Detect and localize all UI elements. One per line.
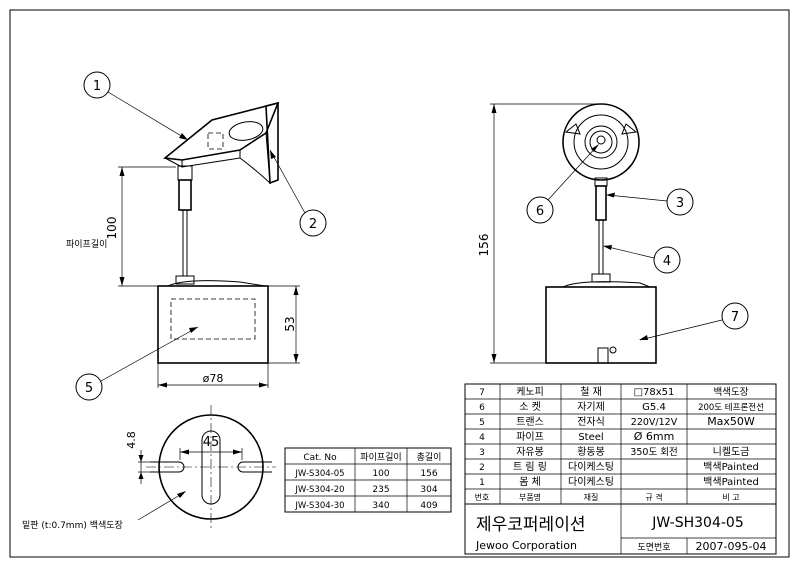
part-7-note: 백색도장 [714, 387, 749, 398]
company-name-kr: 제우코퍼레이션 [476, 515, 585, 535]
lamp-head-front [562, 103, 640, 181]
part-5-spec: 220V/12V [631, 417, 678, 428]
cat-header-pipe: 파이프길이 [360, 452, 401, 463]
part-3-name: 자유봉 [516, 446, 544, 458]
cat-row-1-cat: JW-S304-05 [294, 469, 344, 479]
part-5-note: Max50W [707, 415, 755, 428]
bottom-view: 45 4.8 밑판 (t:0.7mm) 백색도장 [22, 405, 276, 531]
callout-2: 2 [309, 217, 317, 232]
cat-row-3-pipe: 340 [372, 501, 389, 511]
part-4-mat: Steel [578, 432, 603, 443]
callout-1: 1 [93, 79, 101, 94]
part-6-spec: G5.4 [642, 402, 666, 413]
total-height-dim: 156 [477, 234, 491, 257]
canopy-body-side [157, 285, 269, 364]
doc-number-label: 도면번호 [637, 542, 670, 553]
transformer-hidden [170, 298, 256, 340]
part-4-no: 4 [479, 433, 485, 443]
part-1-mat: 다이케스팅 [568, 476, 614, 488]
part-7-no: 7 [479, 388, 485, 398]
trim-ring-side [265, 101, 279, 185]
bottom-depth-dim: 4.8 [125, 431, 138, 449]
part-1-note: 백색Painted [703, 476, 759, 488]
part-5-mat: 전자식 [577, 416, 605, 428]
part-4-name: 파이프 [516, 431, 544, 443]
pipe-length-dim: 100 [105, 217, 119, 240]
callout-6: 6 [536, 204, 544, 219]
body-height-dim: 53 [283, 316, 297, 331]
cat-row-2-total: 304 [420, 485, 437, 495]
part-2-name: 트 림 링 [513, 461, 547, 473]
title-block: 제우코퍼레이션 Jewoo Corporation JW-SH304-05 도면… [464, 503, 777, 555]
part-6-note: 200도 테프론전선 [698, 402, 764, 413]
part-3-spec: 350도 회전 [630, 447, 677, 458]
catalog-table: Cat. No 파이프길이 총길이 JW-S304-05 100 156 JW-… [284, 447, 452, 513]
part-2-no: 2 [479, 463, 485, 473]
part-7-mat: 철 재 [580, 386, 602, 398]
callout-3: 3 [676, 196, 684, 211]
drawing-number: JW-SH304-05 [651, 515, 743, 531]
part-3-note: 니켈도금 [713, 446, 750, 458]
cat-row-3-cat: JW-S304-30 [294, 501, 344, 511]
company-name-en: Jewoo Corporation [475, 539, 577, 552]
callout-7: 7 [731, 310, 739, 325]
part-2-mat: 다이케스팅 [568, 461, 614, 473]
pipe-front [595, 185, 607, 221]
part-3-no: 3 [479, 448, 485, 458]
parts-header-name: 부품명 [519, 492, 541, 502]
parts-header-no: 번호 [475, 493, 490, 502]
part-7-spec: □78x51 [634, 387, 675, 398]
parts-header-spec: 규 격 [645, 492, 662, 502]
parts-header-mat: 재질 [584, 493, 599, 502]
front-view: 156 3 4 6 7 [477, 103, 749, 364]
cat-row-1-total: 156 [420, 469, 437, 479]
part-6-no: 6 [479, 403, 485, 413]
cat-row-2-pipe: 235 [372, 485, 389, 495]
cat-row-1-pipe: 100 [372, 469, 389, 479]
part-3-mat: 황동봉 [577, 446, 605, 458]
sheet-border [9, 9, 790, 558]
part-5-name: 트랜스 [516, 416, 544, 428]
callout-4: 4 [663, 254, 671, 269]
part-7-name: 케노피 [516, 386, 544, 398]
lamp-head [163, 101, 280, 161]
cat-row-3-total: 409 [420, 501, 437, 511]
body-diameter-dim: ø78 [203, 372, 224, 385]
pipe-side [178, 179, 192, 211]
part-5-no: 5 [479, 418, 485, 428]
side-view: 100 파이프길이 53 ø78 1 2 5 [66, 71, 327, 401]
cat-header-cat: Cat. No [303, 453, 337, 463]
part-6-name: 소 켓 [519, 401, 541, 413]
plate-note: 밑판 (t:0.7mm) 백색도장 [22, 519, 123, 531]
bottom-width-dim: 45 [203, 435, 220, 450]
part-1-name: 몸 체 [519, 476, 541, 488]
part-1-no: 1 [479, 478, 485, 488]
part-2-note: 백색Painted [703, 461, 759, 473]
part-4-spec: Ø 6mm [634, 430, 675, 443]
doc-number: 2007-095-04 [696, 540, 767, 553]
cat-row-2-cat: JW-S304-20 [294, 485, 344, 495]
canopy-body-front [545, 286, 657, 364]
pipe-length-label: 파이프길이 [66, 239, 107, 250]
parts-header-note: 비 고 [722, 493, 739, 502]
parts-table: 7 케노피 철 재 □78x51 백색도장 6 소 켓 자기제 G5.4 200… [464, 383, 777, 505]
callout-5: 5 [85, 381, 93, 396]
cat-header-total: 총길이 [417, 452, 442, 463]
part-6-mat: 자기제 [577, 401, 605, 413]
